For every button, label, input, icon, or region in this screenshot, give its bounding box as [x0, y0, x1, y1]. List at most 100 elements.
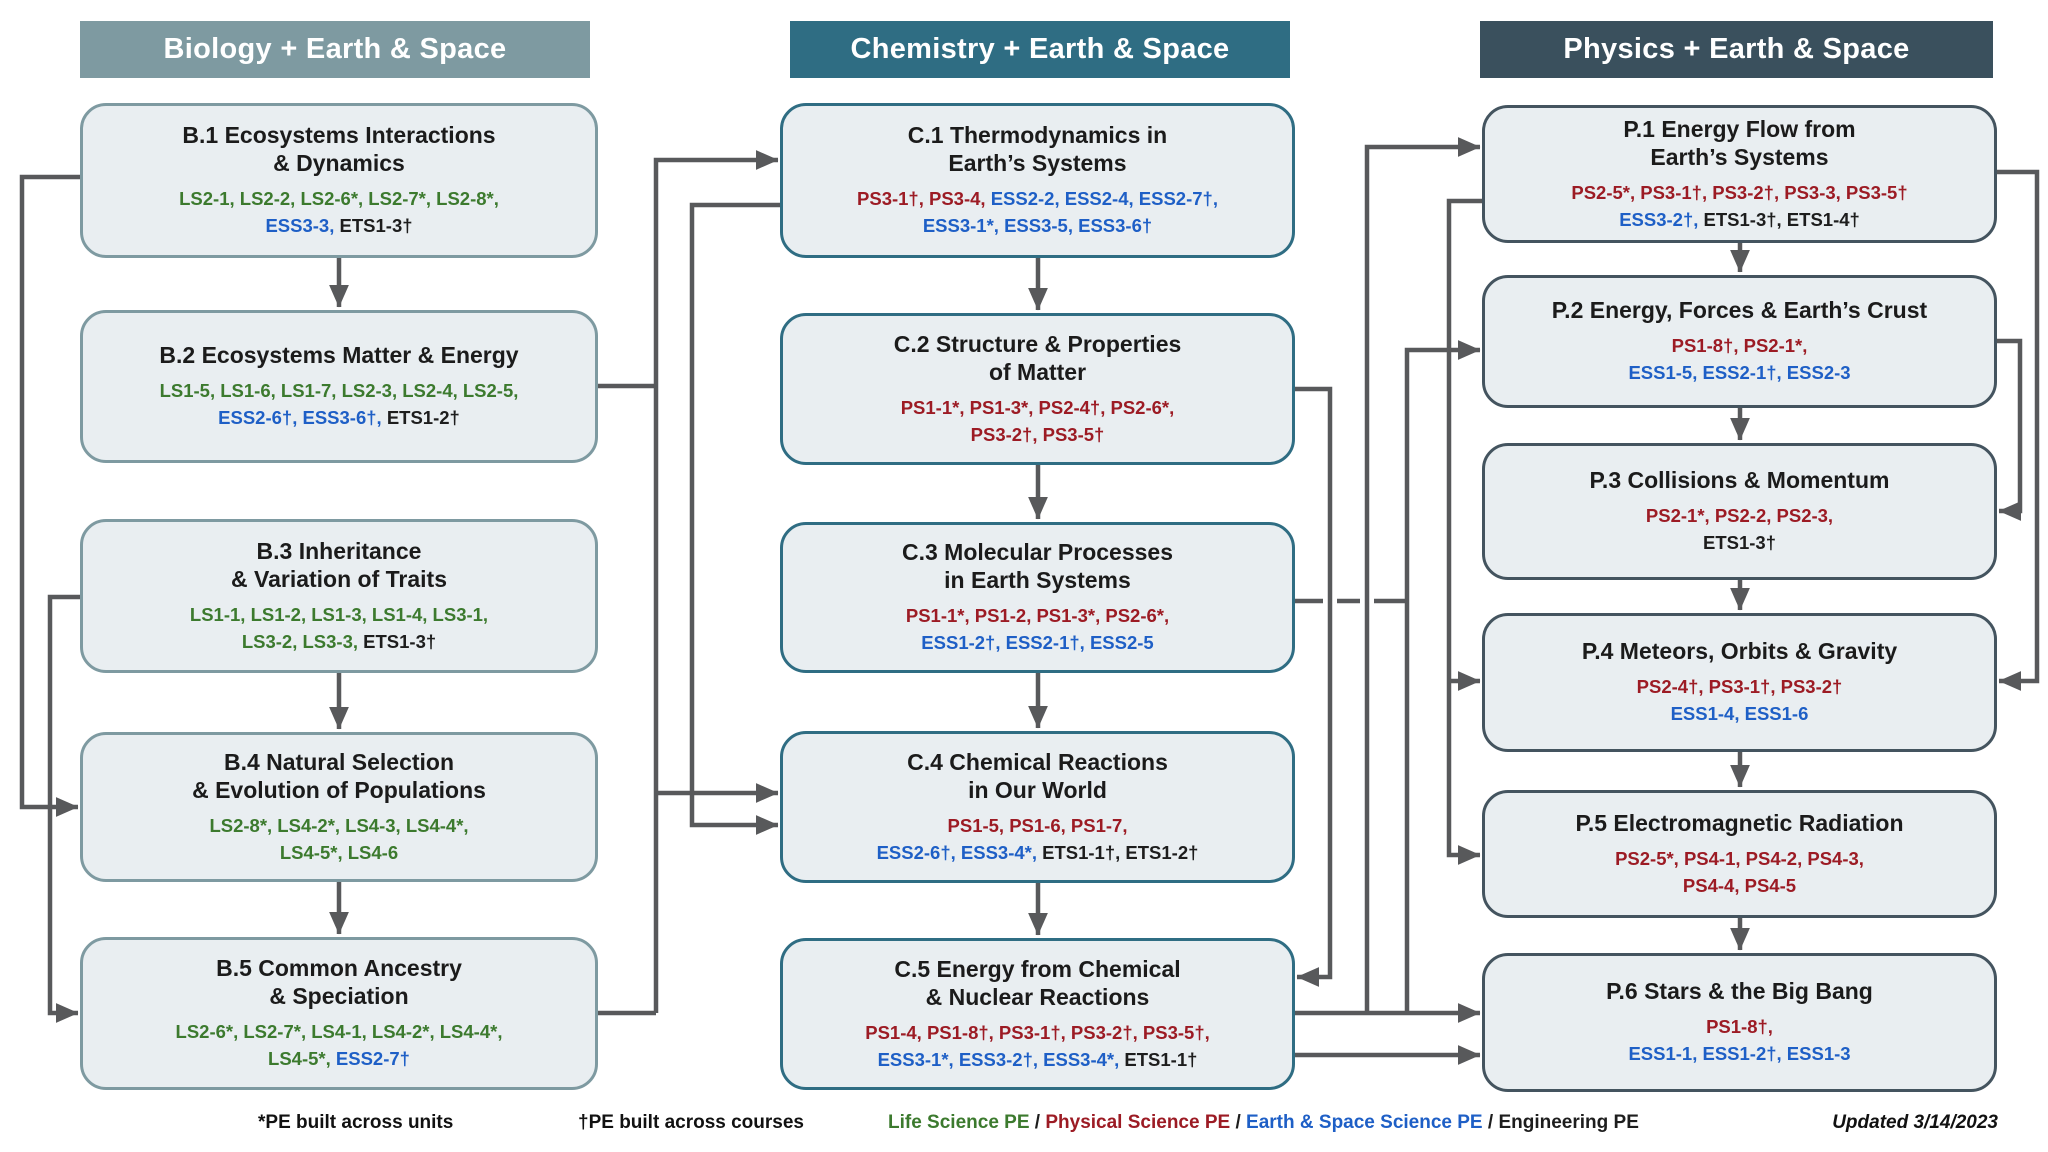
- pe-code-segment: PS2-5*, PS3-1†, PS3-2†, PS3-3, PS3-5†: [1571, 181, 1908, 203]
- pe-code-segment: LS2-6*, LS2-7*, LS4-1, LS4-2*, LS4-4*,: [175, 1021, 503, 1043]
- column-header-physics: Physics + Earth & Space: [1480, 21, 1993, 78]
- edge-b3-b5-left-loop: [47, 594, 80, 1023]
- pe-code-segment: ESS2-2, ESS2-4, ESS2-7†,: [990, 188, 1218, 210]
- pe-code-segment: LS1-5, LS1-6, LS1-7, LS2-3, LS2-4, LS2-5…: [159, 380, 519, 402]
- node-pe-codes: LS1-5, LS1-6, LS1-7, LS2-3, LS2-4, LS2-5…: [160, 378, 519, 432]
- node-pe-codes: LS1-1, LS1-2, LS1-3, LS1-4, LS3-1, LS3-2,…: [190, 602, 488, 656]
- edge-c2-c5-right-loop: [1295, 386, 1333, 987]
- pe-code-segment: ESS1-4, ESS1-6: [1670, 703, 1809, 725]
- pe-code-segment: ESS2-6†, ESS3-6†,: [218, 407, 387, 429]
- pe-code-segment: ETS1-3†: [339, 215, 413, 237]
- pe-code-segment: PS3-2†, PS3-5†: [970, 423, 1105, 445]
- node-title: P.6 Stars & the Big Bang: [1606, 978, 1873, 1005]
- footnote-built-across-courses: †PE built across courses: [578, 1112, 804, 1133]
- pe-code-segment: ETS1-3†: [363, 630, 437, 652]
- legend-segment: Life Science PE: [888, 1112, 1030, 1133]
- pe-code-segment: PS2-5*, PS4-1, PS4-2, PS4-3,: [1615, 847, 1864, 869]
- node-title: B.2 Ecosystems Matter & Energy: [159, 342, 519, 369]
- node-pe-codes: LS2-8*, LS4-2*, LS4-3, LS4-4*, LS4-5*, LS…: [209, 813, 468, 867]
- pe-code-segment: LS2-1, LS2-2, LS2-6*, LS2-7*, LS2-8*,: [179, 188, 499, 210]
- legend-segment: /: [1230, 1112, 1247, 1133]
- pe-code-segment: PS3-1†, PS3-4,: [857, 188, 991, 210]
- node-title: C.5 Energy from Chemical& Nuclear Reacti…: [894, 955, 1181, 1010]
- node-title: B.4 Natural Selection& Evolution of Popu…: [192, 748, 486, 803]
- node-title: B.5 Common Ancestry& Speciation: [216, 955, 462, 1010]
- edge-p1-p5-left-loop: [1446, 198, 1482, 865]
- pe-code-segment: PS2-4†, PS3-1†, PS3-2†: [1636, 676, 1843, 698]
- pe-code-segment: ESS3-1*, ESS3-2†, ESS3-4*,: [877, 1048, 1125, 1070]
- node-pe-codes: PS2-5*, PS4-1, PS4-2, PS4-3, PS4-4, PS4-5: [1615, 846, 1864, 900]
- pe-code-segment: LS3-2, LS3-3,: [241, 630, 364, 652]
- node-pe-codes: PS1-8†, PS2-1*, ESS1-5, ESS2-1†, ESS2-3: [1628, 333, 1850, 387]
- legend-segment: /: [1482, 1112, 1499, 1133]
- footnote-built-across-units: *PE built across units: [258, 1112, 454, 1133]
- pe-code-segment: PS1-1*, PS1-2, PS1-3*, PS2-6*,: [905, 605, 1170, 627]
- pe-code-segment: LS4-5*, LS4-6: [279, 841, 399, 863]
- node-B.4: B.4 Natural Selection& Evolution of Popu…: [80, 732, 598, 882]
- pe-code-segment: ETS1-1†, ETS1-2†: [1042, 841, 1199, 863]
- pe-code-segment: ETS1-3†: [1702, 532, 1776, 554]
- pe-code-segment: LS2-8*, LS4-2*, LS4-3, LS4-4*,: [209, 814, 469, 836]
- node-pe-codes: PS3-1†, PS3-4, ESS2-2, ESS2-4, ESS2-7†, E…: [857, 186, 1218, 240]
- pe-code-segment: PS1-8†, PS2-1*,: [1671, 335, 1808, 357]
- pe-code-segment: ESS2-7†: [335, 1048, 410, 1070]
- pe-code-segment: ETS1-2†: [386, 407, 460, 429]
- updated-date: Updated 3/14/2023: [1832, 1112, 1998, 1133]
- pe-code-segment: PS1-5, PS1-6, PS1-7,: [947, 814, 1128, 836]
- pe-code-segment: PS1-4, PS1-8†, PS3-1†, PS3-2†, PS3-5†,: [865, 1021, 1210, 1043]
- node-pe-codes: LS2-1, LS2-2, LS2-6*, LS2-7*, LS2-8*,ESS…: [179, 186, 499, 240]
- node-title: P.5 Electromagnetic Radiation: [1575, 809, 1904, 836]
- pe-code-segment: ESS2-6†, ESS3-4*,: [876, 841, 1043, 863]
- pe-code-segment: ETS1-1†: [1124, 1048, 1198, 1070]
- edge-p2-p3-right-loop: [1997, 338, 2023, 521]
- pe-code-segment: ESS1-1, ESS1-2†, ESS1-3: [1628, 1043, 1851, 1065]
- edge-p1-p4-right-loop: [1997, 169, 2040, 691]
- legend-segment: Engineering PE: [1498, 1112, 1639, 1133]
- pe-code-segment: ESS3-1*, ESS3-5, ESS3-6†: [922, 215, 1153, 237]
- column-header-chemistry: Chemistry + Earth & Space: [790, 21, 1290, 78]
- node-pe-codes: PS1-1*, PS1-3*, PS2-4†, PS2-6*, PS3-2†, P…: [901, 395, 1175, 449]
- node-title: P.3 Collisions & Momentum: [1589, 467, 1890, 494]
- legend-segment: Earth & Space Science PE: [1246, 1112, 1483, 1133]
- edge-trunk-cp-to-p2: [1404, 340, 1481, 1013]
- pe-code-segment: PS1-8†,: [1706, 1016, 1773, 1038]
- node-pe-codes: PS2-4†, PS3-1†, PS3-2† ESS1-4, ESS1-6: [1637, 674, 1843, 728]
- node-pe-codes: PS1-8†, ESS1-1, ESS1-2†, ESS1-3: [1628, 1014, 1850, 1068]
- node-pe-codes: LS2-6*, LS2-7*, LS4-1, LS4-2*, LS4-4*,LS…: [176, 1019, 503, 1073]
- node-pe-codes: PS1-5, PS1-6, PS1-7, ESS2-6†, ESS3-4*, ET…: [877, 813, 1199, 867]
- pe-code-segment: PS1-1*, PS1-3*, PS2-4†, PS2-6*,: [900, 396, 1175, 418]
- node-pe-codes: PS2-5*, PS3-1†, PS3-2†, PS3-3, PS3-5† ESS…: [1571, 180, 1907, 234]
- node-pe-codes: PS2-1*, PS2-2, PS2-3,ETS1-3†: [1646, 503, 1833, 557]
- node-pe-codes: PS1-1*, PS1-2, PS1-3*, PS2-6*, ESS1-2†, E…: [906, 603, 1169, 657]
- pe-code-segment: LS1-1, LS1-2, LS1-3, LS1-4, LS3-1,: [189, 603, 489, 625]
- legend-segment: Physical Science PE: [1045, 1112, 1231, 1133]
- node-title: B.1 Ecosystems Interactions& Dynamics: [182, 122, 496, 177]
- column-header-biology: Biology + Earth & Space: [80, 21, 590, 78]
- pe-code-segment: ESS1-5, ESS2-1†, ESS2-3: [1628, 362, 1851, 384]
- pe-code-segment: ESS3-2†,: [1619, 208, 1704, 230]
- node-pe-codes: PS1-4, PS1-8†, PS3-1†, PS3-2†, PS3-5†, ES…: [865, 1020, 1210, 1074]
- color-legend: Life Science PE / Physical Science PE / …: [888, 1112, 1639, 1134]
- pe-code-segment: PS4-4, PS4-5: [1682, 874, 1797, 896]
- node-title: P.2 Energy, Forces & Earth’s Crust: [1551, 297, 1928, 324]
- pe-code-segment: ESS1-2†, ESS2-1†, ESS2-5: [921, 632, 1154, 654]
- legend-segment: /: [1029, 1112, 1046, 1133]
